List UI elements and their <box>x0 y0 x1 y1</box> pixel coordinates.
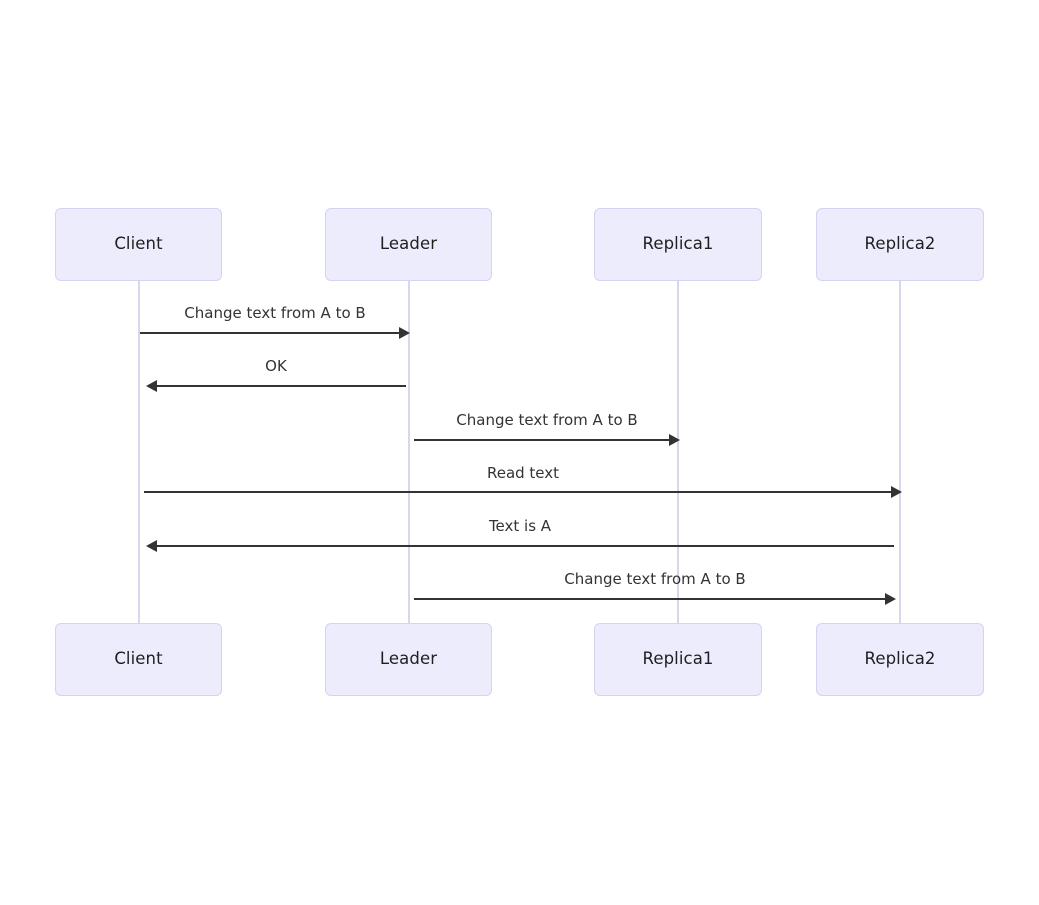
message-label-4: Text is A <box>488 517 552 535</box>
message-label-0: Change text from A to B <box>184 304 366 322</box>
message-arrowhead-2 <box>669 434 680 446</box>
message-arrowhead-4 <box>146 540 157 552</box>
message-label-3: Read text <box>486 464 560 482</box>
participant-label-replica2: Replica2 <box>864 649 936 669</box>
message-label-1: OK <box>265 357 287 375</box>
message-arrowhead-3 <box>891 486 902 498</box>
participant-label-replica2: Replica2 <box>864 234 936 254</box>
message-line-1 <box>157 385 406 387</box>
message-line-2 <box>414 439 669 441</box>
message-line-3 <box>144 491 891 493</box>
participant-label-replica1: Replica1 <box>642 649 714 669</box>
participant-label-leader: Leader <box>379 234 438 254</box>
lifeline-client <box>137 281 140 623</box>
participant-footer-replica2[interactable]: Replica2 <box>816 623 984 696</box>
participant-footer-leader[interactable]: Leader <box>325 623 492 696</box>
message-arrowhead-0 <box>399 327 410 339</box>
message-label-5: Change text from A to B <box>564 570 746 588</box>
message-line-0 <box>140 332 399 334</box>
lifeline-replica2 <box>899 281 901 623</box>
message-line-4 <box>157 545 894 547</box>
participant-header-replica1[interactable]: Replica1 <box>594 208 762 281</box>
participant-label-client: Client <box>114 234 163 254</box>
message-arrowhead-1 <box>146 380 157 392</box>
participant-label-client: Client <box>114 649 163 669</box>
participant-footer-replica1[interactable]: Replica1 <box>594 623 762 696</box>
participant-header-client[interactable]: Client <box>55 208 222 281</box>
message-arrowhead-5 <box>885 593 896 605</box>
message-line-5 <box>414 598 885 600</box>
participant-header-leader[interactable]: Leader <box>325 208 492 281</box>
lifeline-leader <box>407 281 410 623</box>
participant-label-replica1: Replica1 <box>642 234 714 254</box>
participant-label-leader: Leader <box>379 649 438 669</box>
participant-footer-client[interactable]: Client <box>55 623 222 696</box>
participant-header-replica2[interactable]: Replica2 <box>816 208 984 281</box>
message-label-2: Change text from A to B <box>456 411 638 429</box>
lifeline-replica1 <box>677 281 679 623</box>
